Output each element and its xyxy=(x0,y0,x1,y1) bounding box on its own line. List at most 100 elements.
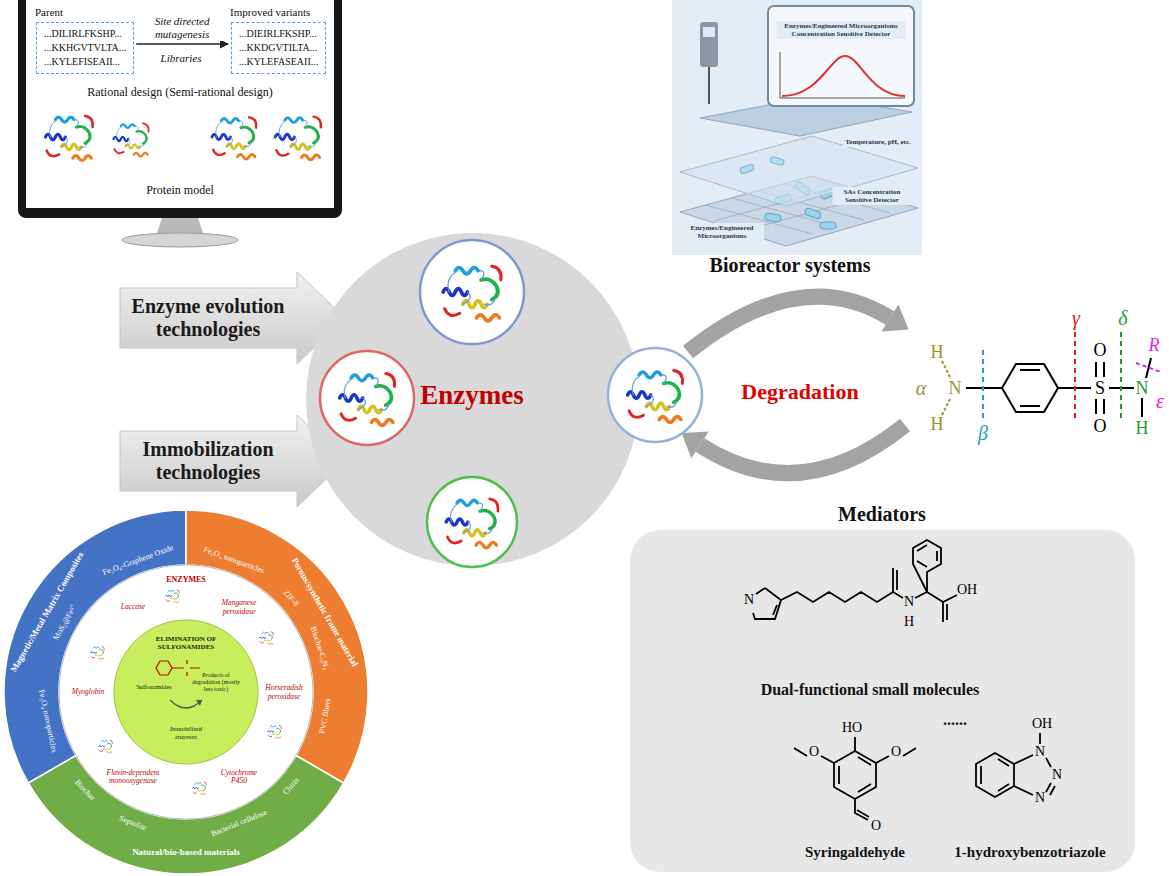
shape-layer xyxy=(4,510,368,874)
bond-site-label: β xyxy=(978,423,988,443)
panel-heading: Mediators xyxy=(838,503,926,526)
line-shape xyxy=(1136,363,1161,372)
atom-label: H xyxy=(904,615,914,629)
enzyme-icon xyxy=(193,782,207,795)
circle-shape xyxy=(427,477,517,567)
center-text: Products of degradation (mostly less tox… xyxy=(190,672,242,693)
use-shape xyxy=(212,117,256,159)
rect-shape xyxy=(764,213,781,223)
line-shape xyxy=(1120,332,1122,420)
path-shape xyxy=(839,757,871,792)
polygon-shape xyxy=(882,304,909,331)
arrow-text: Enzyme evolution technologies xyxy=(122,295,294,341)
path-shape xyxy=(1014,755,1055,795)
path-shape xyxy=(854,737,856,751)
center-heading: ELIMINATION OF SULFONAMIDES xyxy=(150,635,222,651)
polygon-shape xyxy=(680,136,918,206)
line-shape xyxy=(982,350,984,418)
picture-label: Enzymes/Engineered Microorganisms xyxy=(680,223,764,241)
molecule-name: 1-hydroxybenzotriazole xyxy=(954,844,1105,861)
path-shape xyxy=(1039,733,1041,744)
path-shape xyxy=(781,592,893,602)
bond-site-label: α xyxy=(916,378,927,398)
path-shape xyxy=(834,751,876,799)
mediators-ground xyxy=(630,530,1135,872)
bond-site-label: γ xyxy=(1072,308,1080,328)
enzyme-icon xyxy=(268,725,282,738)
rect-shape xyxy=(768,6,914,106)
band-title: ENZYMES xyxy=(166,575,206,584)
center-title: Enzymes xyxy=(420,380,524,411)
line-shape xyxy=(1074,332,1076,420)
atom-label: O xyxy=(809,745,819,759)
enzyme-name: Laccase xyxy=(121,603,146,612)
enzyme-icon xyxy=(99,740,113,753)
path-shape xyxy=(753,588,781,619)
atom-label: H xyxy=(931,343,944,361)
sector-title: Natural/bio-based materials xyxy=(132,847,240,857)
ellipsis: ...... xyxy=(943,711,967,729)
circle-shape xyxy=(420,240,524,344)
path-shape xyxy=(1020,370,1040,406)
atom-label: O xyxy=(1094,417,1107,435)
molecule-name: Syringaldehyde xyxy=(805,844,905,861)
enzyme-icon xyxy=(166,590,180,603)
atom-label: N xyxy=(904,595,914,609)
g-shape xyxy=(739,156,784,174)
picture-label: Temperature, pH, etc. xyxy=(843,137,913,147)
path-shape xyxy=(708,67,710,104)
rect-shape xyxy=(739,164,754,174)
atom-label: N xyxy=(1035,791,1045,805)
enzyme-icon xyxy=(260,632,274,645)
path-shape xyxy=(855,799,869,820)
path-shape xyxy=(780,52,905,98)
use-shape xyxy=(45,116,92,161)
atom-label: OH xyxy=(957,583,977,597)
enzyme-name: Flavin-dependent monooxygenase xyxy=(104,768,162,785)
block-arrow xyxy=(120,272,345,364)
sequence-text: ...KYLEFISEAII... xyxy=(44,55,126,69)
sequence-box: Parent...DILIRLFKSHP......KKHGVTVLTA....… xyxy=(36,22,134,74)
use-shape xyxy=(275,117,321,160)
sulfonamide-icon xyxy=(156,660,200,676)
rect-shape xyxy=(769,156,784,165)
rect-shape xyxy=(700,22,718,67)
sequence-box: Improved variants...DIEIRLFKSHP......KKD… xyxy=(231,22,326,74)
center-disc xyxy=(114,620,258,764)
g-shape xyxy=(794,733,1055,820)
path-shape xyxy=(893,568,897,592)
bond-site-label: ε xyxy=(1156,391,1164,411)
path-shape xyxy=(700,425,905,473)
center-text: Immobilized enzymes xyxy=(159,725,214,740)
rect-shape xyxy=(18,0,342,218)
rect-shape xyxy=(804,207,821,219)
picture-label: SAs Concentration Sensitive Detector xyxy=(833,187,912,205)
atom-label: HO xyxy=(842,721,862,735)
rect-shape xyxy=(820,222,836,229)
path-shape xyxy=(913,540,941,592)
caption-text: Rational design (Semi-rational design) xyxy=(87,85,273,100)
sequence-text: ...DILIRLFKSHP... xyxy=(44,27,126,41)
atom-label: O xyxy=(891,745,901,759)
enzyme-name: Manganese peroxidase xyxy=(216,599,262,616)
ellipse-shape xyxy=(122,233,238,247)
enzyme-name: Myoglobin xyxy=(72,688,105,697)
edge-label: Site directed mutagenesis xyxy=(137,15,227,41)
enzyme-band xyxy=(87,593,286,792)
use-shape xyxy=(628,371,683,423)
enzyme-name: Cytochrome P450 xyxy=(216,768,262,785)
use-shape xyxy=(114,123,149,156)
path-shape xyxy=(927,592,957,602)
molecule-name: Dual-functional small molecules xyxy=(761,681,980,699)
edge-note: Libraries xyxy=(161,52,202,64)
atom-label: O xyxy=(1094,341,1107,359)
enzymes-disc xyxy=(306,233,639,566)
atom-label: S xyxy=(1095,379,1105,397)
sequence-text: ...KKHGVTVLTA... xyxy=(44,41,126,55)
atom-label: N xyxy=(1052,768,1062,782)
arrow-text: Immobilization technologies xyxy=(122,438,294,484)
sequence-text: ...DIEIRLFKSHP... xyxy=(239,27,318,41)
center-text: Sulfonamides xyxy=(136,683,172,690)
use-shape xyxy=(340,374,395,426)
